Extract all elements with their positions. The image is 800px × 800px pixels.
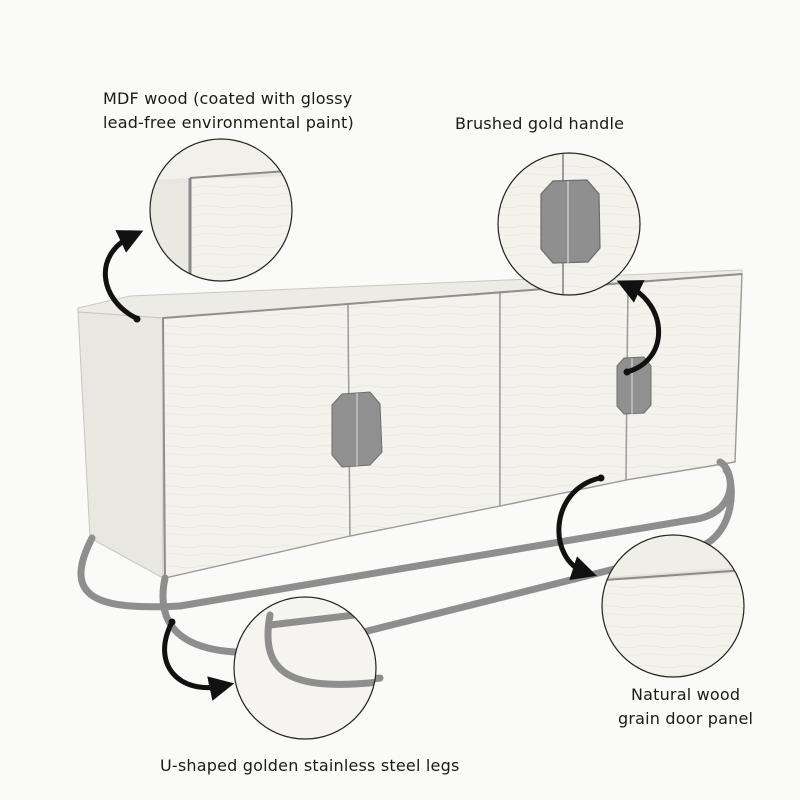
- sideboard: [77, 269, 743, 686]
- mdf-caption-line-1: MDF wood (coated with glossy: [103, 89, 353, 108]
- door-panel-caption: Natural wood grain door panel: [618, 683, 753, 731]
- handle-caption-line-1: Brushed gold handle: [455, 114, 625, 133]
- door-1: [162, 303, 351, 579]
- mdf-detail-circle: [149, 138, 293, 282]
- handle-caption: Brushed gold handle: [455, 112, 624, 136]
- door-3: [499, 282, 629, 507]
- handle-detail-circle: [497, 152, 641, 296]
- octagon-handle-icon: [616, 356, 652, 415]
- curved-arrow-icon: [616, 280, 662, 375]
- mdf-caption-line-2: lead-free environmental paint): [103, 113, 354, 132]
- legs-detail-circle: [233, 596, 377, 740]
- panel-caption-line-1: Natural wood: [630, 685, 741, 704]
- door-panel-detail-circle: [601, 534, 745, 678]
- legs-caption: U-shaped golden stainless steel legs: [160, 754, 459, 778]
- panel-caption-line-2: grain door panel: [618, 709, 754, 728]
- octagon-handle-icon: [540, 179, 601, 264]
- mdf-wood-caption: MDF wood (coated with glossy lead-free e…: [103, 87, 354, 135]
- curved-arrow-icon: [103, 230, 144, 321]
- curved-arrow-icon: [162, 619, 235, 701]
- legs-caption-line-1: U-shaped golden stainless steel legs: [160, 756, 460, 775]
- curved-arrow-icon: [556, 475, 603, 581]
